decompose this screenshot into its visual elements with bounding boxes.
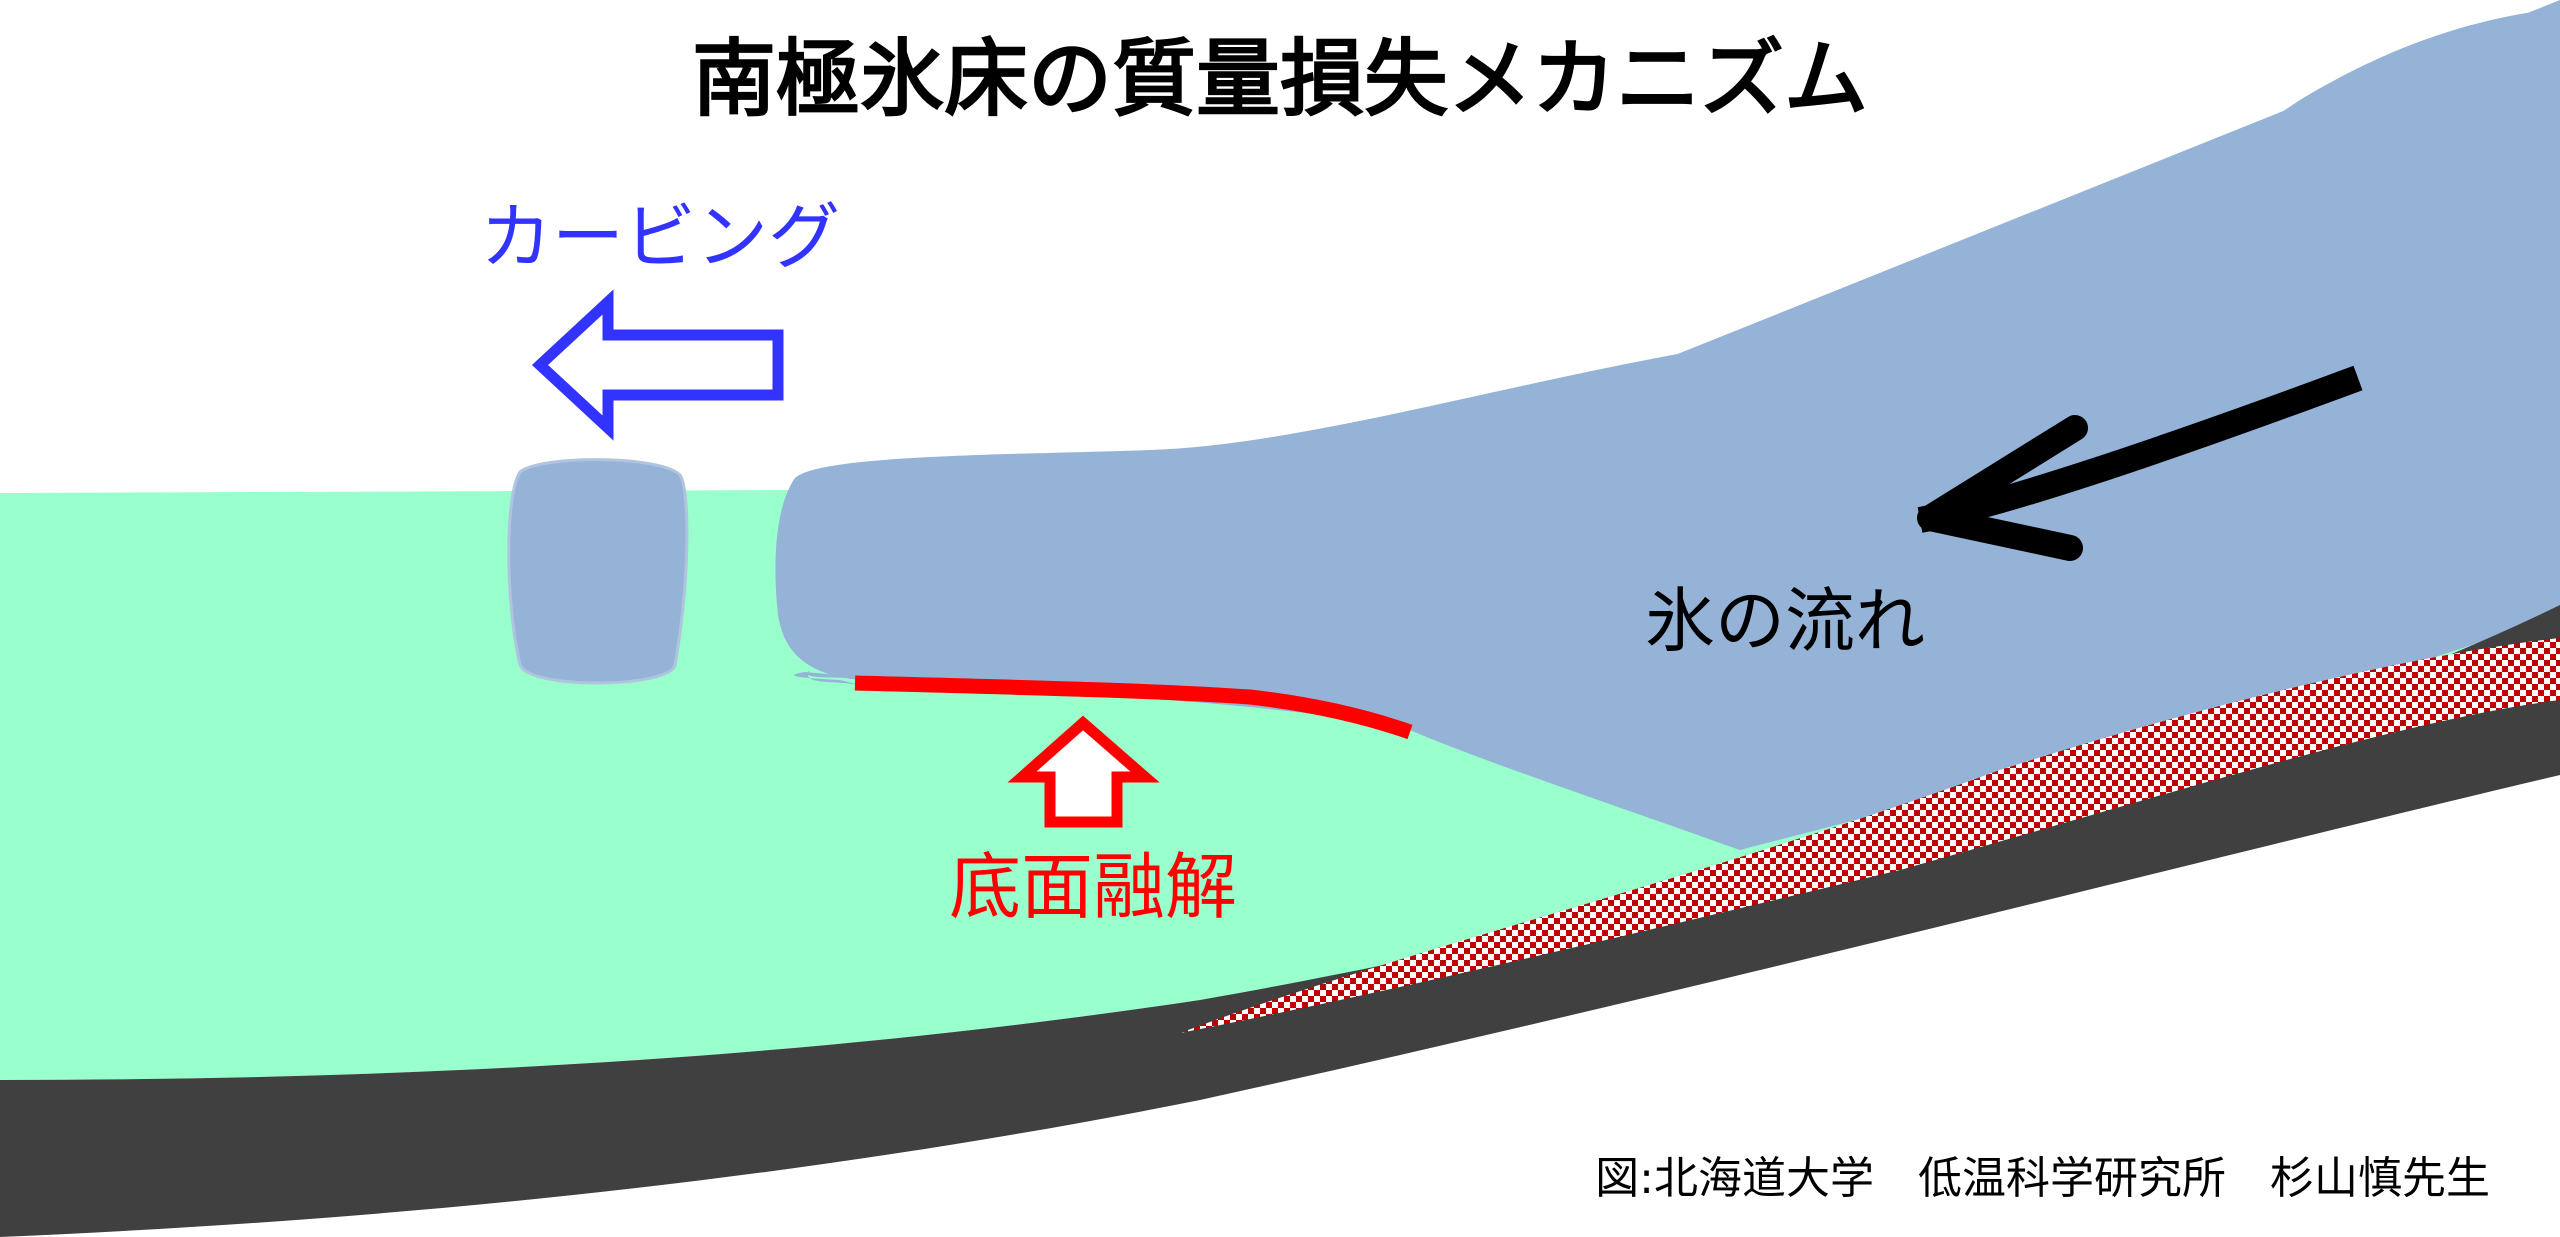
ice-shelf-body — [775, 8, 2560, 850]
basal-melt-arrow-icon — [1007, 715, 1160, 828]
page-title: 南極氷床の質量損失メカニズム — [692, 30, 1868, 128]
sediment-layer — [1180, 638, 2560, 1033]
bedrock — [0, 605, 2560, 1237]
basal-melt-label: 底面融解 — [949, 845, 1237, 929]
credit-text: 図:北海道大学 低温科学研究所 杉山慎先生 — [1595, 1153, 2490, 1204]
basal-melt-line — [854, 675, 1413, 740]
iceberg — [507, 458, 689, 685]
calving-arrow-icon — [531, 289, 784, 441]
ice-flow-arrow-icon — [1917, 415, 2088, 561]
ice-flow-label: 氷の流れ — [1645, 580, 1925, 662]
calving-label: カービング — [480, 195, 840, 279]
